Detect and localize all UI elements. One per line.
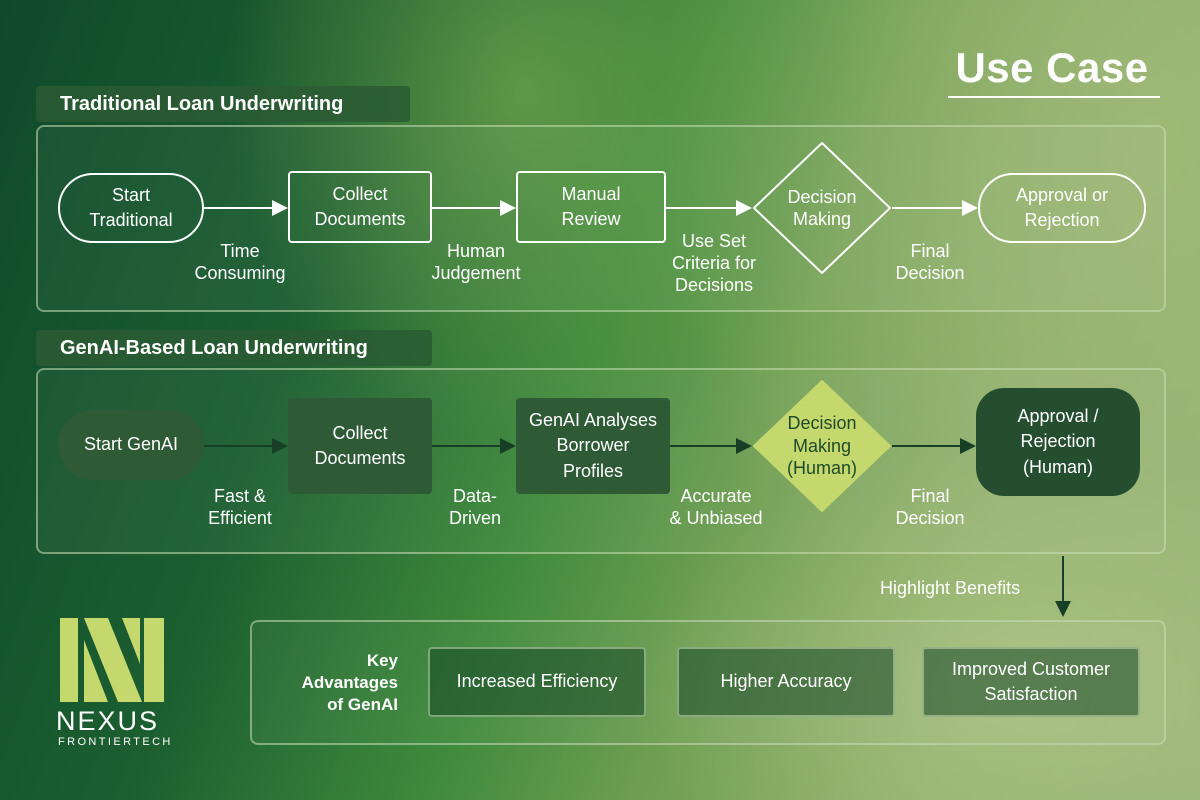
title-underline (948, 96, 1160, 98)
genai-node-collect: Collect Documents (288, 398, 432, 494)
trad-node-collect-label: Collect Documents (314, 183, 406, 229)
traditional-section-label: Traditional Loan Underwriting (36, 86, 410, 122)
trad-node-review: Manual Review (516, 171, 666, 243)
trad-node-start: Start Traditional (58, 173, 204, 243)
genai-edge-label-4: Final Decision (895, 486, 965, 528)
genai-node-analyse-label: GenAI Analyses Borrower Profiles (528, 410, 658, 481)
genai-node-decision-label: Decision Making (Human) (786, 413, 857, 479)
highlight-benefits-label: Highlight Benefits (880, 578, 1021, 598)
trad-node-approval: Approval or Rejection (978, 173, 1146, 243)
trad-node-review-label: Manual Review (561, 183, 621, 229)
genai-node-approval-label: Approval / Rejection (Human) (1017, 406, 1099, 477)
genai-edge-label-1: Fast & Efficient (208, 486, 272, 528)
trad-node-decision: Decision Making (752, 141, 892, 275)
nexus-logo-icon (60, 618, 164, 702)
trad-node-approval-label: Approval or Rejection (1015, 184, 1109, 230)
trad-edge-label-2: Human Judgement (431, 241, 521, 283)
advantage-accuracy: Higher Accuracy (677, 647, 895, 717)
logo-name: NEXUS (56, 706, 160, 736)
trad-edge-label-1: Time Consuming (194, 241, 286, 283)
genai-node-start: Start GenAI (58, 410, 204, 480)
genai-node-analyse: GenAI Analyses Borrower Profiles (516, 398, 670, 494)
genai-section-label: GenAI-Based Loan Underwriting (36, 330, 432, 366)
advantage-efficiency: Increased Efficiency (428, 647, 646, 717)
trad-node-start-label: Start Traditional (89, 184, 173, 230)
trad-edge-label-4: Final Decision (895, 241, 965, 283)
trad-edge-label-3: Use Set Criteria for Decisions (671, 231, 756, 295)
genai-node-decision: Decision Making (Human) (752, 379, 892, 513)
trad-node-collect: Collect Documents (288, 171, 432, 243)
trad-node-decision-label: Decision Making (787, 186, 857, 230)
genai-edge-label-3: Accurate & Unbiased (669, 486, 763, 528)
genai-edge-label-2: Data- Driven (448, 486, 501, 528)
page-title: Use Case (955, 44, 1149, 91)
genai-node-start-label: Start GenAI (83, 434, 179, 455)
advantages-title: Key Advantages of GenAI (301, 651, 398, 715)
advantage-satisfaction: Improved Customer Satisfaction (922, 647, 1140, 717)
logo-subtitle: FRONTIERTECH (58, 736, 173, 748)
genai-node-approval: Approval / Rejection (Human) (976, 388, 1140, 496)
traditional-panel (36, 125, 1166, 312)
genai-node-collect-label: Collect Documents (314, 422, 406, 468)
